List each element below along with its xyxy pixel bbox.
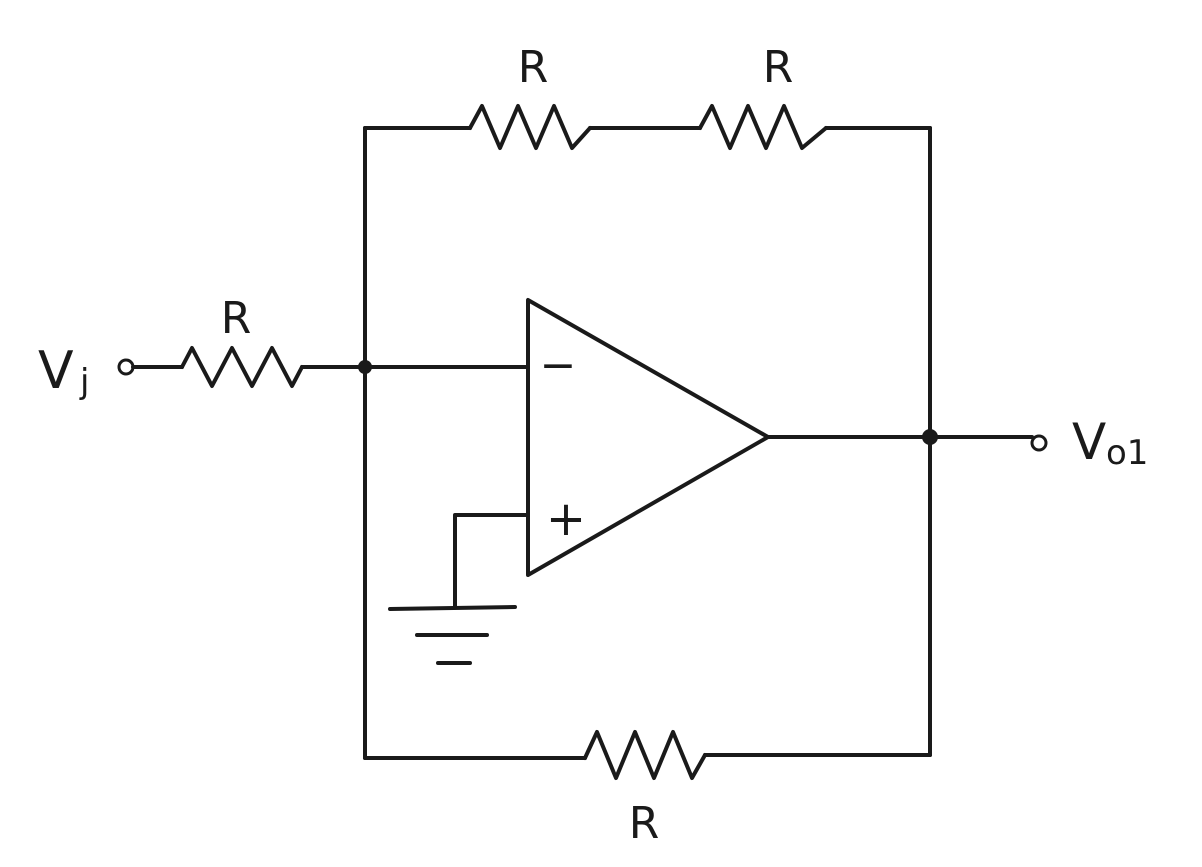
resistor-top-left	[468, 104, 592, 150]
label-input-terminal: V	[38, 341, 74, 401]
label-output-terminal-sub: o1	[1106, 433, 1148, 473]
label-output-terminal: V	[1072, 413, 1106, 471]
label-r-top-left: R	[518, 42, 549, 93]
label-r-top-right: R	[763, 42, 794, 93]
label-opamp-inverting: −	[540, 340, 577, 391]
resistor-input	[180, 346, 304, 388]
input-terminal	[117, 358, 135, 376]
label-input-terminal-sub: j	[79, 362, 89, 402]
resistor-top-right	[698, 104, 828, 150]
label-r-input: R	[221, 293, 252, 344]
output-terminal	[1030, 434, 1048, 452]
opamp-triangle	[526, 298, 770, 577]
ground-line-1	[388, 605, 517, 611]
label-opamp-noninverting: +	[546, 491, 586, 547]
noninverting-input-wire	[453, 513, 530, 609]
label-r-bottom: R	[629, 798, 660, 849]
node-output-junction	[922, 429, 938, 445]
resistor-bottom	[583, 730, 707, 780]
